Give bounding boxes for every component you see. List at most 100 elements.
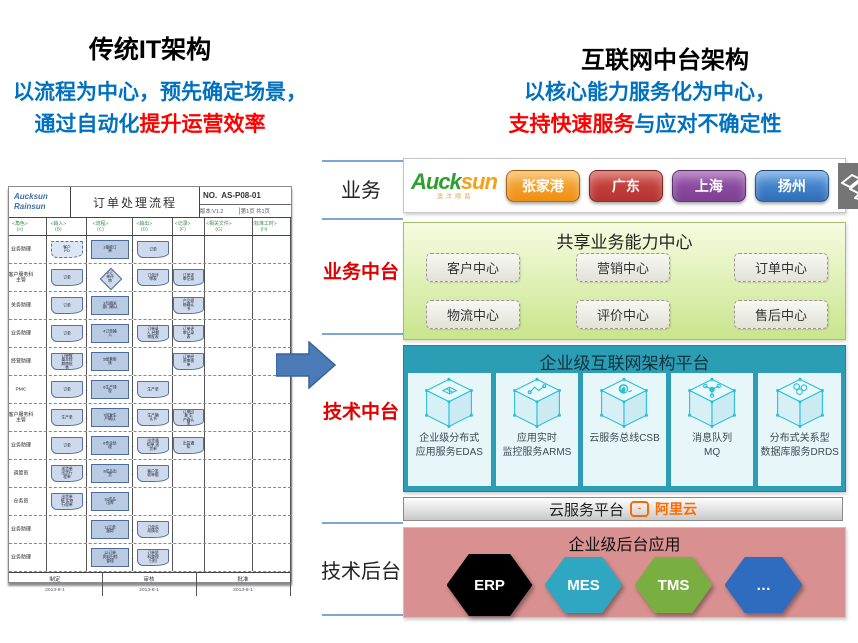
left-title: 传统IT架构: [88, 36, 212, 64]
role-label: PMC: [15, 386, 27, 393]
flowchart-column-header: <输出>(D): [133, 218, 173, 235]
alicloud-icon: -: [630, 501, 649, 517]
right-subtitle-line2-red: 支持快速服务: [508, 113, 635, 136]
output-document: 订单: [136, 241, 169, 258]
flowchart-cell: →9成品出货: [84, 460, 133, 487]
flowchart-cell: [133, 292, 173, 319]
transform-arrow-icon: [276, 341, 336, 389]
flowchart-row: 业务助理订单→4订单输入→订单录入 经期审批表订单评审记录表: [9, 320, 291, 348]
role-label: 业务助理: [11, 246, 31, 253]
flowchart-cell: [205, 432, 253, 459]
aliyun-product-cells: 企业级分布式应用服务EDAS 应用实时监控服务ARMS 云服务总线CSB 消息队…: [408, 373, 841, 486]
left-subtitle-line2-red: 提升运营效率: [139, 113, 266, 136]
role-label: 客户服务科主管: [8, 411, 34, 423]
flowchart-cell: [47, 516, 87, 543]
flowchart-meta: 版本:V1.2 第1页 共1页: [200, 204, 291, 217]
right-subtitle-line2-blue: 与应对不确定性: [634, 113, 782, 136]
process-step: 11订单跟踪: [90, 520, 129, 539]
product-label-line2: 应用服务EDAS: [415, 447, 483, 458]
flowchart-cell: [205, 292, 253, 319]
row-label-tech-back: 技术后台: [321, 561, 401, 583]
flowchart-cell: [253, 320, 291, 347]
flowchart-cell: →订单完成情况: [130, 516, 173, 543]
flowchart-cell: →6生产排程: [84, 376, 133, 403]
flowchart-column-header: <输入>(B): [47, 218, 87, 235]
flowchart-cell: [205, 320, 253, 347]
flowchart-cell: 订单: [47, 320, 87, 347]
window-cube-icon: [425, 377, 474, 428]
flowchart-cell: [133, 348, 173, 375]
flowchart-cell: [205, 516, 253, 543]
record-document: 出货通知: [173, 437, 204, 454]
flowchart-cell: →7回复生产确认: [83, 404, 133, 431]
column-header-text: <记录>(F): [174, 220, 191, 232]
shape-text: 生产单: [146, 387, 159, 392]
product-label-line1: 分布式关系型: [769, 433, 830, 444]
flowchart-column-headers: <角色>(A)<输入>(B)<流程>(C)<输出>(D)<记录>(F)<相关文件…: [9, 218, 291, 236]
flowchart-cell: [173, 236, 205, 263]
shape-text: 出货通知: [182, 441, 195, 450]
flowchart-cell: →8作业处理: [84, 432, 133, 459]
record-document: 订单评审记录表: [173, 325, 204, 342]
cloud-platform-bar: 云服务平台 - 阿里云: [403, 497, 843, 521]
input-document: 订单: [50, 437, 83, 454]
flowchart-cell: → 3与相关部门确认: [83, 292, 133, 319]
business-mid-title: 共享业务能力中心: [556, 233, 693, 252]
backend-app-hexagon: TMS: [634, 557, 713, 613]
role-label: 客户服务科主管: [8, 271, 34, 283]
flowchart-cell: 客户PO: [47, 236, 87, 263]
shape-text: 6生产排程: [102, 385, 117, 394]
right-subtitle-line1: 以核心能力服务化为中心，: [524, 81, 776, 104]
column-header-text: <输出>(D): [136, 220, 153, 232]
process-step: 9成品出货: [90, 464, 129, 483]
flow-arrow-icon: →: [129, 330, 135, 337]
input-document: 客户PO: [50, 241, 83, 258]
rings-cube-icon: [775, 377, 824, 428]
rainsun-logo: Rainsun: [14, 202, 46, 211]
metal-ingots-icon: [840, 173, 858, 200]
shape-text: 订单评审记录表: [182, 327, 195, 340]
flowchart-header: Aucksun Rainsun 订单处理流程 NO. AS-P08-01 版本:…: [9, 187, 291, 218]
role-label: 业务助理: [11, 554, 31, 561]
shape-text: 3与相关部门确认: [101, 301, 118, 310]
flowchart-title: 订单处理流程: [92, 195, 177, 210]
flowchart-cell: [173, 544, 205, 571]
flowchart-cell: [173, 376, 205, 403]
flowchart-cell: 生产单: [47, 404, 87, 431]
input-document: 订单: [50, 297, 83, 314]
flowchart-cell: →2订单评审: [84, 264, 133, 291]
product-label-line2: 数据库服务DRDS: [760, 447, 839, 458]
footer-sign-date: 2013-8-1: [233, 586, 254, 592]
shape-text: 订单数量及经期审批表: [60, 353, 73, 370]
product-label-line2: MQ: [704, 447, 721, 458]
left-subtitle-line2-blue: 通过自动化: [34, 113, 140, 136]
shape-text: 产品规格确认书: [182, 299, 195, 312]
shape-text: 生产单: [60, 415, 73, 420]
flow-arrow-icon: →: [83, 330, 89, 337]
shape-text: 订单经营审核单: [182, 355, 195, 368]
row-label-tech-mid: 技术中台: [322, 402, 399, 423]
flow-arrow-icon: →: [83, 414, 89, 421]
flow-arrow-icon: →: [83, 302, 89, 309]
shape-text: 订单: [62, 303, 71, 308]
footer-sign-label: 制定: [49, 575, 62, 583]
site-button: 扬州: [754, 169, 829, 202]
input-document: 订单: [50, 325, 83, 342]
flowchart-cell: 订单: [47, 292, 87, 319]
flowchart-row: 调度员送货单 出货行程单→9成品出货→客户签收单据: [9, 460, 291, 488]
tech-back-title: 企业级后台应用: [568, 537, 681, 554]
hub-cube-icon: [688, 377, 737, 428]
left-subtitle-line1: 以流程为中心，预先确定场景，: [13, 81, 307, 104]
flowchart-cell: 业务助理: [9, 432, 47, 459]
input-document: 订单: [50, 381, 83, 398]
metal-ingots-tile: [837, 162, 858, 209]
process-step: 5经营审核: [90, 352, 129, 371]
flow-arrow-icon: →: [129, 246, 135, 253]
flowchart-cell: [205, 544, 253, 571]
flowchart-cell: [205, 460, 253, 487]
footer-sign-date: 2013-8-1: [45, 586, 66, 592]
flowchart-cell: →5经营审核: [84, 348, 133, 375]
